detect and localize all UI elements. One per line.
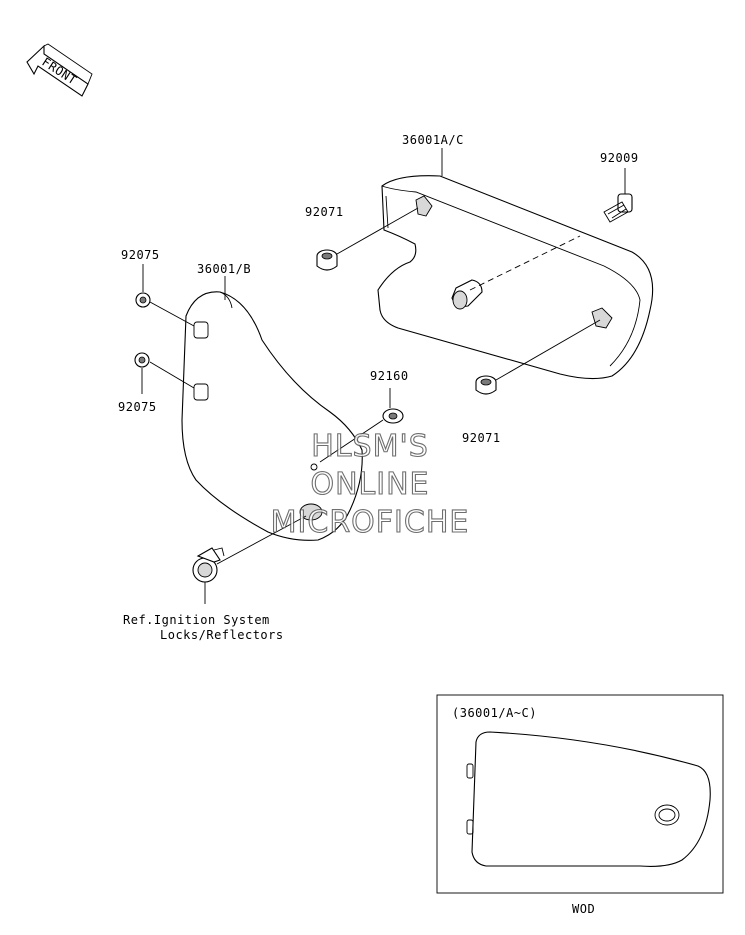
- side-cover-left: [181, 291, 363, 541]
- inset-title: (36001/A~C): [452, 706, 537, 720]
- label-36001ac: 36001A/C: [402, 133, 464, 147]
- label-92071-lower: 92071: [462, 431, 501, 445]
- label-92075-bottom: 92075: [118, 400, 157, 414]
- washer-92160: [382, 408, 404, 424]
- label-92160: 92160: [370, 369, 409, 383]
- grommet-92075-top: [135, 292, 151, 308]
- label-92009: 92009: [600, 151, 639, 165]
- reference-note-line1: Ref.Ignition System: [123, 613, 270, 627]
- label-36001b: 36001/B: [197, 262, 251, 276]
- watermark: HLSM'S ONLINE MICROFICHE: [270, 428, 470, 540]
- side-cover-right: [377, 175, 654, 380]
- watermark-line3: MICROFICHE: [271, 505, 470, 540]
- lock-cylinder: [192, 547, 225, 583]
- watermark-line1: HLSM'S: [311, 429, 429, 464]
- front-arrow-icon: FRONT: [26, 43, 93, 97]
- grommet-92075-bottom: [134, 352, 150, 368]
- label-92071-upper: 92071: [305, 205, 344, 219]
- label-92075-top: 92075: [121, 248, 160, 262]
- leader-lines: [141, 148, 626, 604]
- watermark-line2: ONLINE: [310, 467, 429, 502]
- grommet-92071-upper: [316, 249, 338, 271]
- grommet-92071-lower: [475, 375, 497, 395]
- reference-note-line2: Locks/Reflectors: [160, 628, 284, 642]
- bolt-92009: [603, 193, 633, 223]
- inset-caption: WOD: [572, 902, 595, 916]
- inset-box: (36001/A~C) WOD: [436, 694, 724, 916]
